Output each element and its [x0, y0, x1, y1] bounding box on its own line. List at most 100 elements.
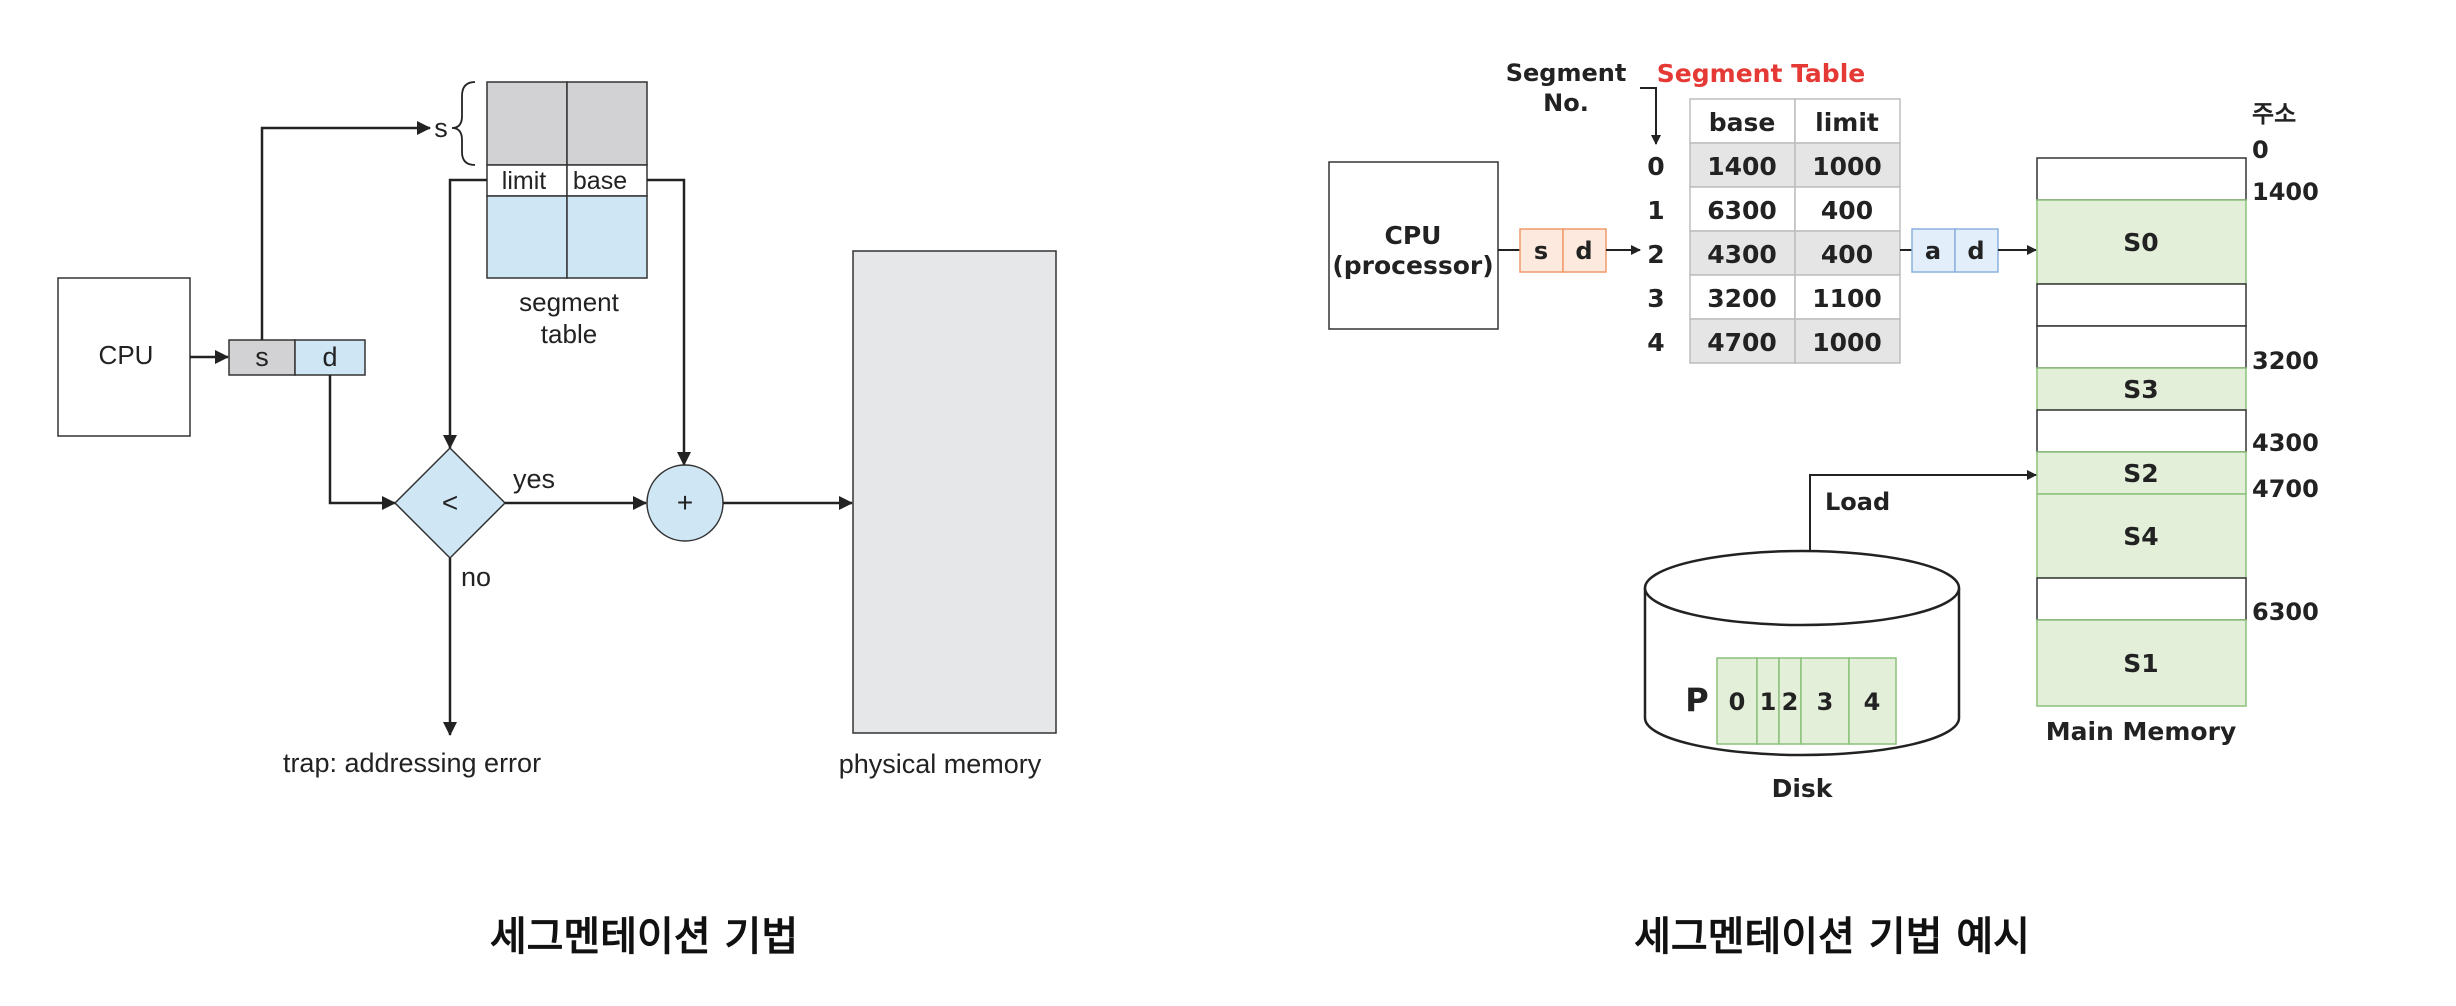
row-1-limit: 400 [1821, 196, 1873, 225]
address-0: 0 [2252, 136, 2269, 164]
ad-d-text: d [1967, 237, 1984, 265]
main-memory: S0 S3 S2 S4 S1 [2036, 157, 2247, 707]
table-row: 0 1400 1000 [1647, 142, 1901, 188]
segment-table-blue-right [566, 195, 648, 279]
segment-table: base limit 0 1400 1000 1 6300 400 2 4300 [1647, 98, 1901, 364]
segment-table-gray-right [566, 81, 648, 166]
base-to-adder-arrow [647, 178, 691, 466]
row-2-no: 2 [1647, 240, 1664, 269]
table-row: 1 6300 400 [1647, 186, 1901, 232]
memory-segment-s2 [2036, 451, 2247, 495]
ad-d-cell [1954, 228, 1999, 273]
address-6300: 6300 [2252, 598, 2319, 626]
cpu-label: CPU [99, 340, 154, 370]
memory-segment-s1 [2036, 619, 2247, 707]
disk-cell-2: 2 [1782, 688, 1799, 716]
memory-segment-s1-label: S1 [2123, 649, 2158, 678]
row-2-limit: 400 [1821, 240, 1873, 269]
row-4-limit: 1000 [1812, 328, 1882, 357]
brace-icon [451, 81, 476, 166]
row-1-no: 1 [1647, 196, 1664, 225]
right-diagram: Segment No. Segment Table base limit 0 1… [1328, 59, 2319, 960]
row-4-no: 4 [1647, 328, 1664, 357]
processor-label-line2: (processor) [1332, 251, 1493, 280]
ad-a-text: a [1925, 237, 1941, 265]
segment-table-gray-left [486, 81, 568, 166]
row-0-no: 0 [1647, 152, 1664, 181]
no-label: no [461, 562, 491, 592]
adder-symbol: + [677, 487, 693, 518]
segment-table-title: Segment Table [1657, 59, 1865, 88]
table-row: 3 3200 1100 [1647, 274, 1901, 320]
table-header-base-text: base [1709, 108, 1776, 137]
disk-label: Disk [1772, 774, 1834, 803]
row-1-base: 6300 [1707, 196, 1777, 225]
memory-free-block [2036, 577, 2247, 621]
logical-address-s: s [255, 342, 269, 372]
sd-d-text: d [1575, 237, 1592, 265]
limit-label: limit [502, 167, 546, 195]
memory-segment-s4-label: S4 [2123, 522, 2158, 551]
cpu-box [57, 277, 191, 437]
segment-no-label-line2: No. [1543, 89, 1589, 117]
disk-cell-3: 3 [1817, 688, 1834, 716]
disk-cell-4: 4 [1864, 688, 1881, 716]
disk-cell-1: 1 [1760, 688, 1777, 716]
sd-s-cell [1519, 228, 1564, 273]
memory-segment-s0 [2036, 199, 2247, 285]
sd-d-cell [1562, 228, 1607, 273]
processor-label-line1: CPU [1385, 221, 1442, 250]
right-caption: 세그멘테이션 기법 예시 [1634, 914, 2030, 960]
row-3-no: 3 [1647, 284, 1664, 313]
table-row: 4 4700 1000 [1647, 318, 1901, 364]
sd-s-text: s [1534, 237, 1548, 265]
logical-address-s-cell [228, 339, 296, 376]
base-label: base [573, 167, 627, 195]
table-header-limit-text: limit [1815, 108, 1879, 137]
table-header-limit [1794, 98, 1901, 144]
s-to-table-arrow [260, 121, 431, 340]
segment-no-label-line1: Segment [1506, 59, 1627, 87]
load-label: Load [1825, 488, 1890, 516]
disk-p-label: P [1685, 681, 1708, 719]
table-row: 2 4300 400 [1647, 230, 1901, 276]
address-3200: 3200 [2252, 347, 2319, 375]
limit-to-compare-arrow [443, 178, 487, 449]
address-4300: 4300 [2252, 429, 2319, 457]
memory-segment-s4 [2036, 493, 2247, 579]
memory-free-block [2036, 409, 2247, 453]
memory-free-block [2036, 283, 2247, 327]
memory-free-block [2036, 157, 2247, 201]
address-1400: 1400 [2252, 178, 2319, 206]
left-diagram: CPU s d s limit base segment table < y [57, 81, 1057, 960]
row-3-limit: 1100 [1812, 284, 1882, 313]
d-to-compare-arrow [328, 375, 396, 510]
segment-table-blue-left [486, 195, 568, 279]
main-memory-label: Main Memory [2046, 717, 2237, 746]
physical-memory-box [852, 250, 1057, 734]
processor-box [1328, 161, 1499, 330]
address-title: 주소 [2252, 100, 2296, 128]
yes-label: yes [513, 464, 555, 494]
physical-memory-label: physical memory [839, 749, 1042, 779]
row-2-base: 4300 [1707, 240, 1777, 269]
memory-segment-s3 [2036, 367, 2247, 411]
disk-segments: 0 1 2 3 4 [1716, 657, 1897, 745]
row-4-base: 4700 [1707, 328, 1777, 357]
segment-table-label-line2: table [541, 319, 597, 349]
row-0-base: 1400 [1707, 152, 1777, 181]
segment-table-label-line1: segment [519, 287, 619, 317]
brace-s-label: s [434, 113, 448, 143]
memory-segment-s0-label: S0 [2123, 228, 2158, 257]
disk-cell-0: 0 [1729, 688, 1746, 716]
compare-symbol: < [442, 487, 458, 518]
memory-segment-s2-label: S2 [2123, 459, 2158, 488]
memory-segment-s3-label: S3 [2123, 375, 2158, 404]
memory-free-block [2036, 325, 2247, 369]
logical-address-d: d [322, 342, 337, 372]
segment-no-arrow [1640, 87, 1661, 145]
trap-label: trap: addressing error [283, 748, 541, 778]
row-3-base: 3200 [1707, 284, 1777, 313]
row-0-limit: 1000 [1812, 152, 1882, 181]
